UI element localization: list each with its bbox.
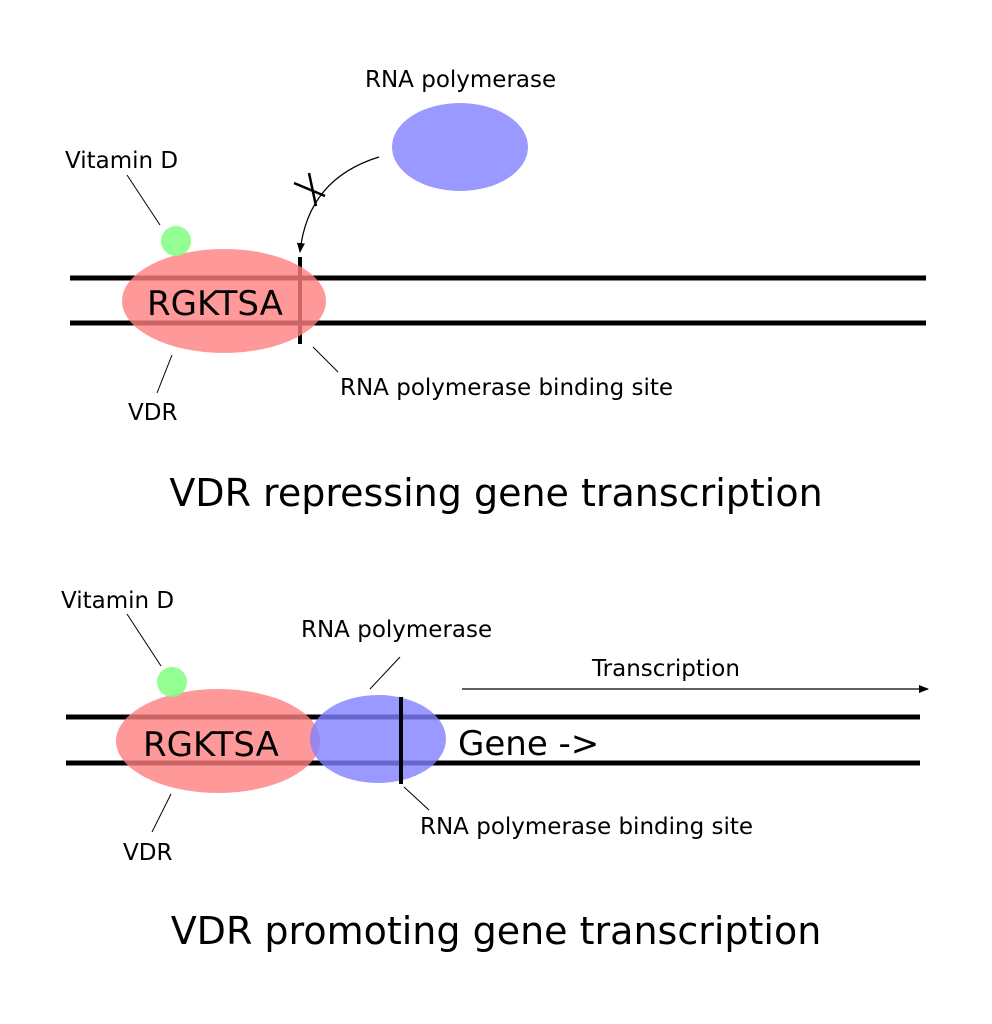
vdr-label: VDR <box>128 400 177 426</box>
vitamin-d-leader <box>126 174 161 226</box>
vitamin-d-molecule <box>157 667 187 697</box>
vdr-protein <box>116 689 320 793</box>
vdr-label: VDR <box>123 840 172 866</box>
binding-site-label: RNA polymerase binding site <box>340 375 673 401</box>
vdr-sequence-label: RGKTSA <box>147 284 283 324</box>
transcription-label: Transcription <box>591 656 740 682</box>
vitamin-d-label: Vitamin D <box>65 148 178 174</box>
vitamin-d-label: Vitamin D <box>61 588 174 614</box>
vdr-protein <box>122 249 326 353</box>
binding-site-leader <box>403 786 430 811</box>
binding-site-leader <box>312 346 339 373</box>
gene-label: Gene -> <box>458 724 599 764</box>
blocked-binding-arrow <box>296 156 380 253</box>
panel-promoting: RGKTSA Vitamin D RNA polymerase Gene -> … <box>61 588 929 953</box>
vdr-sequence-label: RGKTSA <box>143 725 279 765</box>
rna-polymerase-label: RNA polymerase <box>365 67 556 93</box>
panel-title-promoting: VDR promoting gene transcription <box>171 909 822 953</box>
panel-repressing: RGKTSA Vitamin D RNA polymerase VDR RNA … <box>65 67 926 515</box>
rna-polymerase <box>392 103 528 191</box>
blocked-x-icon <box>293 172 326 207</box>
vitamin-d-molecule <box>161 226 191 256</box>
rna-polymerase-label: RNA polymerase <box>301 617 492 643</box>
rna-polymerase <box>310 695 446 783</box>
panel-title-repressing: VDR repressing gene transcription <box>169 471 822 515</box>
binding-site-label: RNA polymerase binding site <box>420 814 753 840</box>
vdr-leader <box>151 793 172 833</box>
vitamin-d-leader <box>126 613 162 667</box>
vdr-leader <box>156 354 173 394</box>
rna-polymerase-leader <box>369 656 401 690</box>
